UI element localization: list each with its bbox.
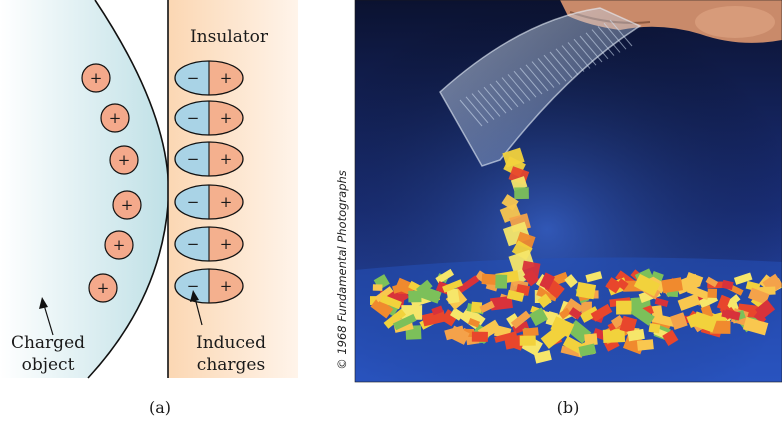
positive-sign: + <box>220 193 233 211</box>
induced-charges-annotation: Induced charges <box>190 290 266 375</box>
photo <box>355 0 782 382</box>
svg-text:+: + <box>113 236 126 254</box>
svg-text:+: + <box>97 279 110 297</box>
induced-label-line2: charges <box>197 355 265 375</box>
induced-dipole: −+ <box>174 141 244 177</box>
photo-credit: © 1968 Fundamental Photographs <box>335 170 349 370</box>
negative-sign: − <box>187 193 200 211</box>
caption-a: (a) <box>149 398 171 417</box>
positive-charge: + <box>100 103 130 133</box>
positive-charge: + <box>88 273 118 303</box>
charged-object-region <box>0 0 169 378</box>
induced-dipole: −+ <box>174 60 244 96</box>
negative-sign: − <box>187 69 200 87</box>
hand <box>560 0 782 43</box>
panel-a: Insulator + + + + + <box>0 0 298 417</box>
svg-text:+: + <box>121 196 134 214</box>
insulator-label: Insulator <box>190 27 269 47</box>
positive-charge: + <box>81 63 111 93</box>
svg-text:+: + <box>90 69 103 87</box>
negative-sign: − <box>187 150 200 168</box>
charged-object-annotation: Charged object <box>11 297 85 375</box>
induced-dipole: −+ <box>174 268 244 304</box>
negative-sign: − <box>187 277 200 295</box>
positive-charge: + <box>109 145 139 175</box>
caption-b: (b) <box>557 398 580 417</box>
charged-object-label-line2: object <box>22 355 75 375</box>
positive-sign: + <box>220 277 233 295</box>
positive-sign: + <box>220 235 233 253</box>
svg-text:+: + <box>109 109 122 127</box>
induced-dipole: −+ <box>174 226 244 262</box>
comb <box>439 7 642 167</box>
panel-b: © 1968 Fundamental Photographs (b) <box>335 0 782 417</box>
paper-confetti <box>369 147 782 364</box>
induced-dipole: −+ <box>174 100 244 136</box>
positive-sign: + <box>220 69 233 87</box>
charged-object-label-line1: Charged <box>11 333 85 353</box>
positive-charge: + <box>112 190 142 220</box>
object-charges: + + + + + + <box>81 63 142 303</box>
positive-sign: + <box>220 150 233 168</box>
induced-label-line1: Induced <box>196 333 266 353</box>
negative-sign: − <box>187 109 200 127</box>
induced-dipoles: −+−+−+−+−+−+ <box>174 60 244 304</box>
positive-charge: + <box>104 230 134 260</box>
negative-sign: − <box>187 235 200 253</box>
svg-text:+: + <box>118 151 131 169</box>
induced-dipole: −+ <box>174 184 244 220</box>
positive-sign: + <box>220 109 233 127</box>
